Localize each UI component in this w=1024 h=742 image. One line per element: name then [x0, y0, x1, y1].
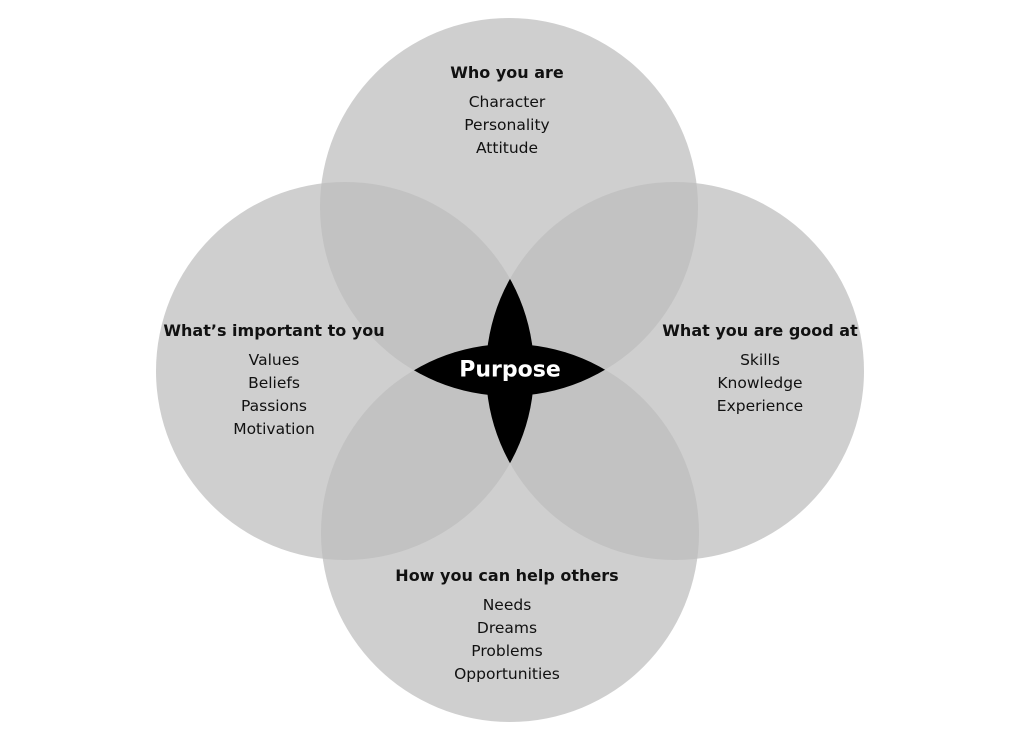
good-at-item: Skills — [740, 351, 780, 369]
whats-important-title: What’s important to you — [163, 321, 385, 340]
who-you-are-title: Who you are — [450, 63, 564, 82]
circle-group — [156, 18, 864, 722]
who-you-are-item: Attitude — [475, 139, 539, 157]
who-you-are-group: Who you are Character Personality Attitu… — [450, 63, 564, 160]
whats-important-item: Passions — [240, 397, 307, 415]
who-you-are-item: Character — [468, 93, 546, 111]
whats-important-group: What’s important to you Values Beliefs P… — [163, 321, 384, 441]
help-others-item: Opportunities — [454, 665, 560, 683]
help-others-item: Needs — [482, 596, 532, 614]
help-others-title: How you can help others — [395, 566, 619, 585]
good-at-title: What you are good at — [662, 321, 858, 340]
circle-help-others — [321, 344, 699, 722]
good-at-item: Experience — [716, 397, 804, 415]
help-others-item: Dreams — [476, 619, 538, 637]
help-others-group: How you can help others Needs Dreams Pro… — [395, 566, 618, 686]
whats-important-item: Beliefs — [248, 374, 300, 392]
whats-important-item: Motivation — [233, 420, 315, 438]
purpose-label: Purpose — [459, 357, 561, 383]
good-at-item: Knowledge — [717, 374, 803, 392]
good-at-group: What you are good at Skills Knowledge Ex… — [662, 321, 857, 418]
help-others-item: Problems — [471, 642, 543, 660]
who-you-are-item: Personality — [464, 116, 550, 134]
whats-important-item: Values — [248, 351, 300, 369]
